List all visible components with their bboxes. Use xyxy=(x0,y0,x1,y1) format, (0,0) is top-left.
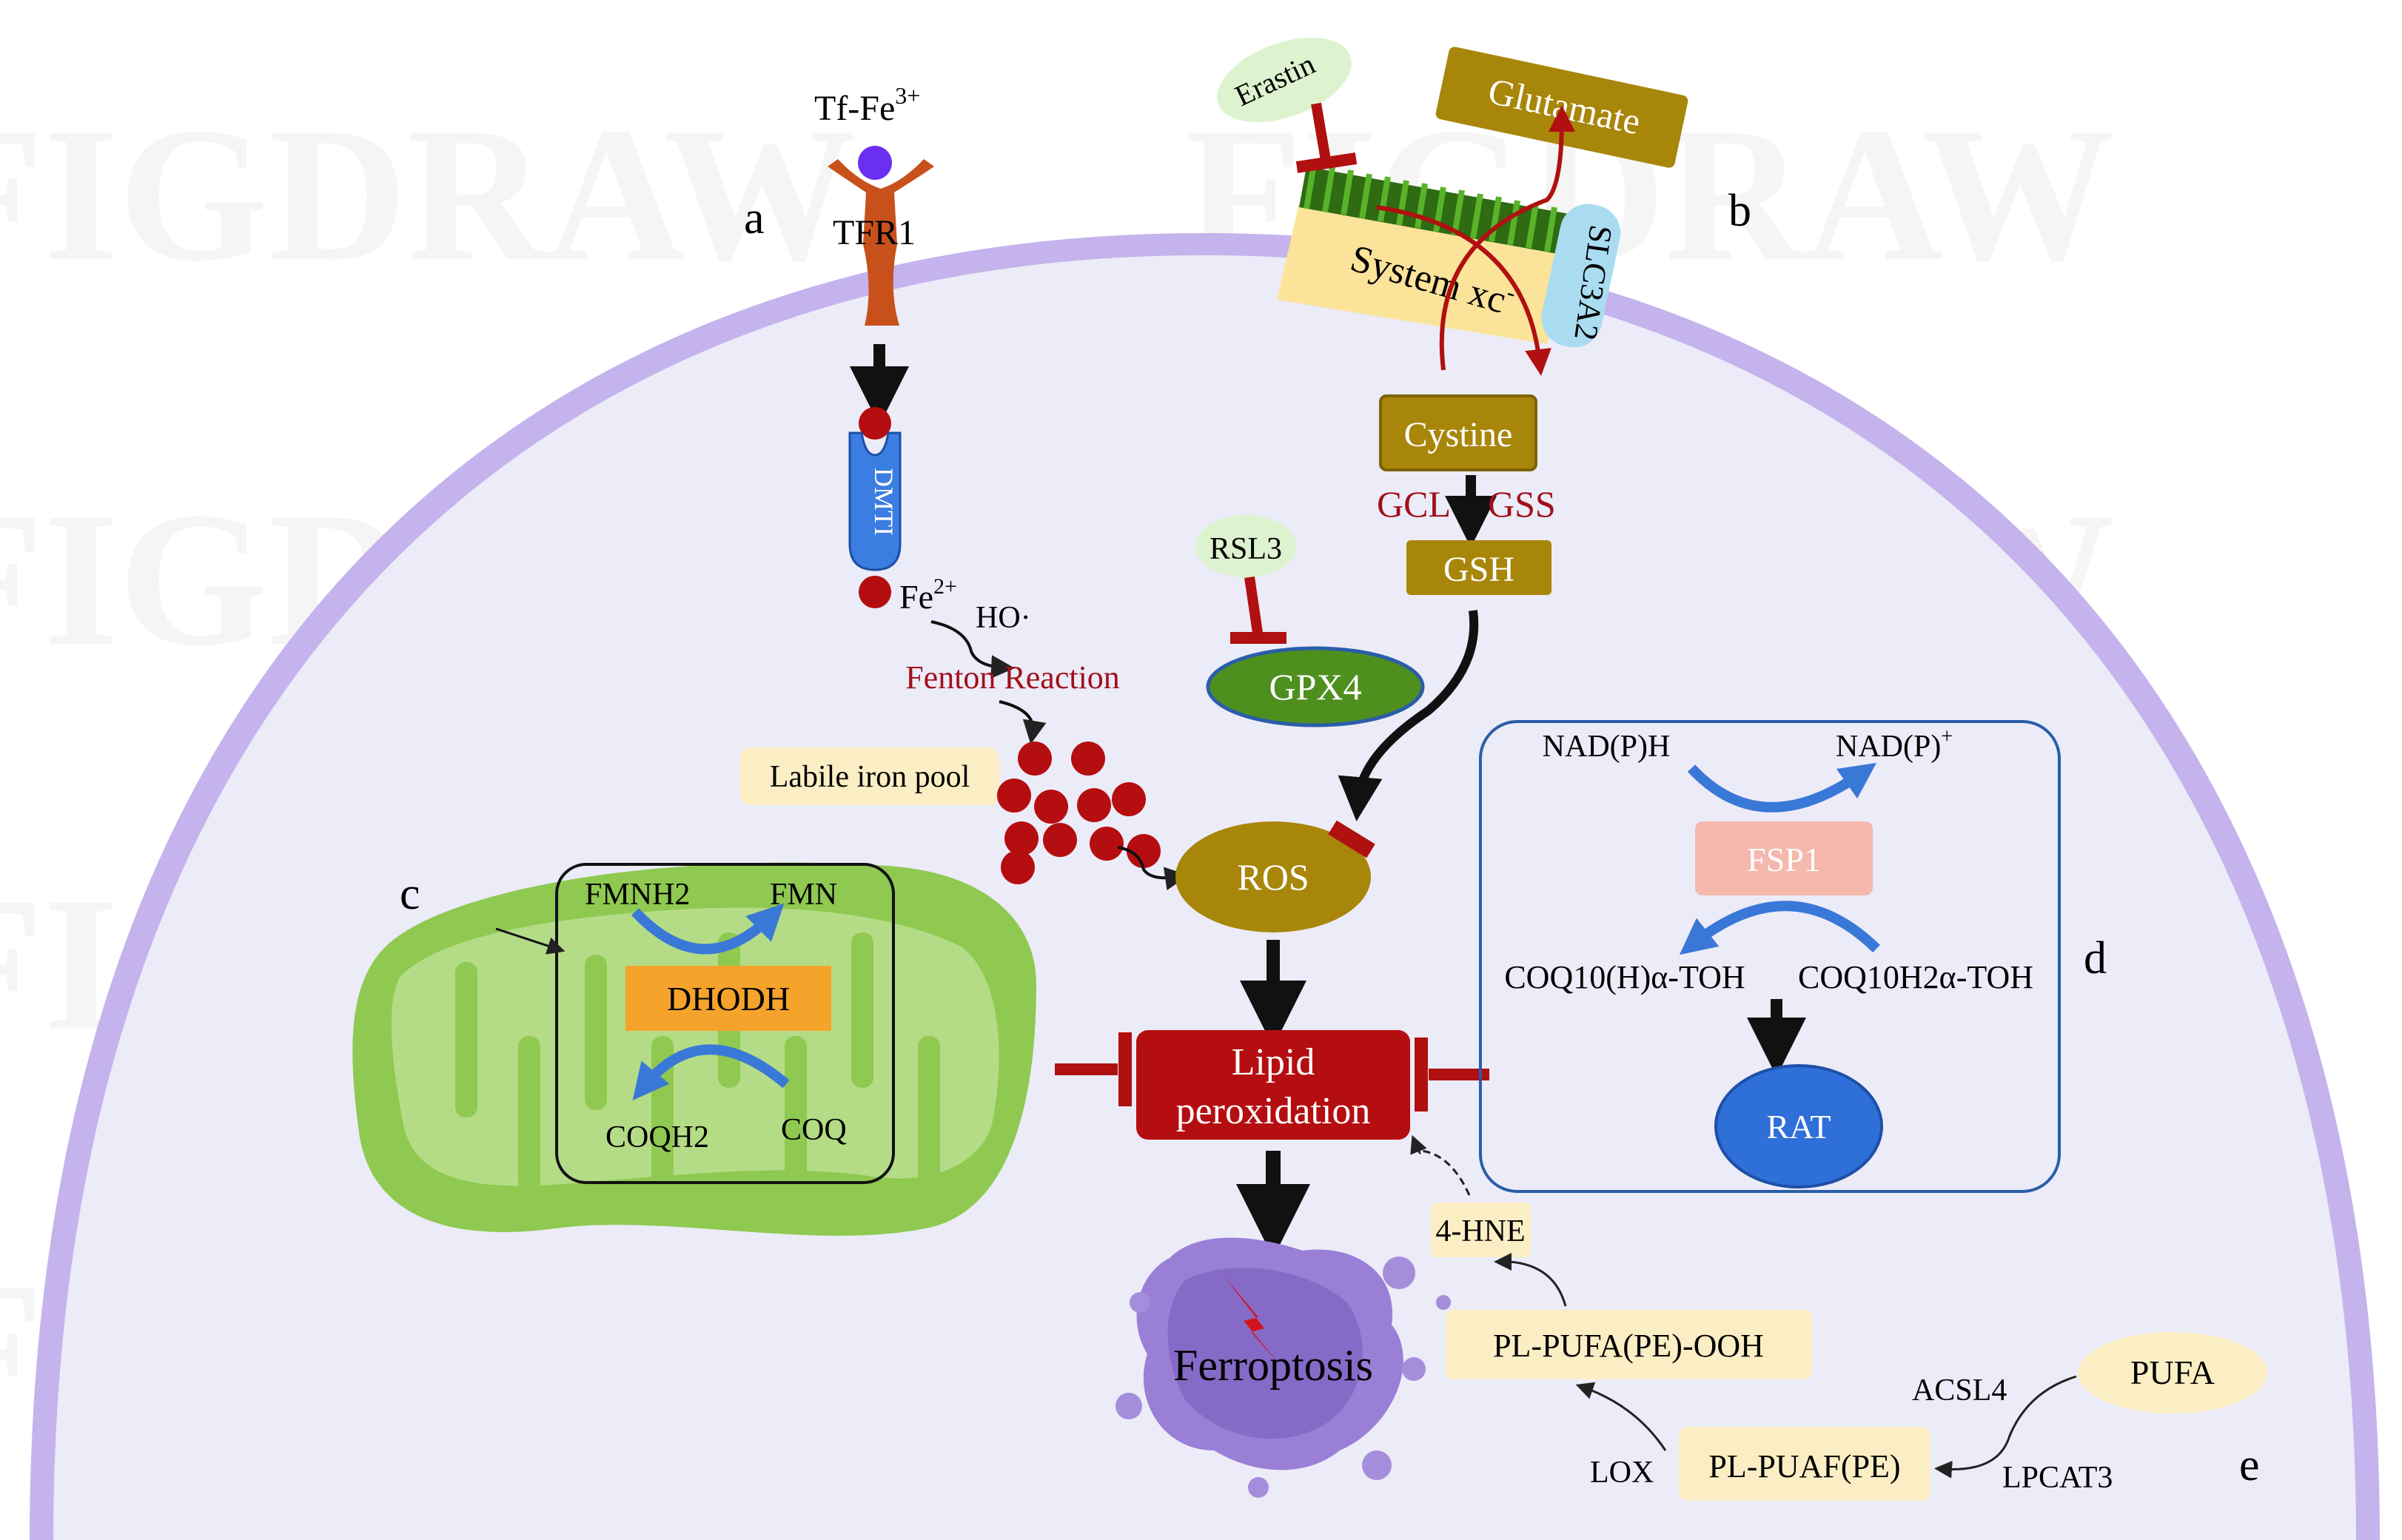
arrow-gsh-ros xyxy=(1338,610,1479,821)
labile-iron-pool-label: Labile iron pool xyxy=(770,760,970,794)
erastin-inhibit-bar xyxy=(1295,152,1358,173)
panel-label-c: c xyxy=(400,869,420,919)
rsl3-label: RSL3 xyxy=(1210,532,1282,566)
panel-label-e: e xyxy=(2239,1440,2260,1490)
fmnh2-label: FMNH2 xyxy=(585,878,690,912)
cystine-label: Cystine xyxy=(1404,415,1513,454)
ferroptosis-label: Ferroptosis xyxy=(1173,1341,1373,1390)
erastin-inhibit-line xyxy=(1311,102,1332,166)
dhodh-enzyme-box xyxy=(625,966,831,1031)
gcl-label: GCL xyxy=(1377,483,1451,525)
arrow-pool-ros xyxy=(1117,846,1189,891)
tf-fe-ion-icon xyxy=(858,146,892,180)
lipid-line2: peroxidation xyxy=(1176,1090,1371,1132)
fmn-label: FMN xyxy=(770,878,837,912)
rat-ellipse xyxy=(1714,1064,1883,1188)
ooh-box xyxy=(1446,1310,1812,1379)
fsp1-box xyxy=(1479,720,2061,1193)
mito-pointer-arrow xyxy=(495,927,566,955)
coq10-left-label: COQ10(H)α-TOH xyxy=(1504,959,1745,995)
fmn-arrow xyxy=(631,903,785,955)
nadph-arrow xyxy=(1687,762,1877,813)
iron-uptake: Tf-Fe3+ TFR1 a DMTI Fe2+ HO· Fenton Reac… xyxy=(740,82,1189,891)
fsp1-enzyme-box xyxy=(1695,821,1873,895)
tf-fe-label: Tf-Fe3+ xyxy=(814,82,920,128)
arrow-hne-lipid xyxy=(1410,1134,1471,1196)
arrow-puaf-ooh xyxy=(1575,1382,1667,1451)
tfr1-receptor-icon xyxy=(828,159,934,326)
lox-label: LOX xyxy=(1590,1456,1654,1490)
lipid-peroxidation: Lipid peroxidation Ferroptosis xyxy=(1055,1030,1489,1498)
gpx4-ellipse xyxy=(1206,646,1425,727)
hne-box xyxy=(1431,1203,1531,1257)
fenton-reaction-label: Fenton Reaction xyxy=(905,659,1120,696)
lipid-line1: Lipid xyxy=(1232,1041,1315,1083)
lipid-peroxidation-box xyxy=(1136,1030,1410,1140)
fe2-ion-icon xyxy=(859,576,891,608)
acsl4-label: ACSL4 xyxy=(1912,1373,2007,1408)
ferroptotic-cell-icon xyxy=(1116,1237,1451,1498)
glutamate-export-arrow xyxy=(1439,105,1575,371)
puaf-box xyxy=(1679,1427,1930,1501)
pufa-pathway: 4-HNE PL-PUFA(PE)-OOH PL-PUAF(PE) LOX PU… xyxy=(1410,1134,2267,1501)
coq-label: COQ xyxy=(781,1113,847,1147)
panel-label-a: a xyxy=(744,193,765,243)
nadph-label: NAD(P)H xyxy=(1543,730,1671,764)
puaf-label: PL-PUAF(PE) xyxy=(1708,1448,1900,1484)
ooh-label: PL-PUFA(PE)-OOH xyxy=(1493,1328,1764,1364)
gsh-label: GSH xyxy=(1443,550,1514,589)
pufa-label: PUFA xyxy=(2130,1354,2215,1391)
system-xc: Erastin SLC3A2 System xc- Glutamate xyxy=(1217,37,1751,821)
coq10-right-label: COQ10H2α-TOH xyxy=(1798,959,2033,995)
hydroxyl-label: HO· xyxy=(976,601,1031,635)
panel-label-d: d xyxy=(2084,933,2107,983)
lightning-icon xyxy=(1221,1273,1281,1365)
arrow-pufa-puaf xyxy=(1934,1375,2077,1479)
coq-arrow xyxy=(632,1044,790,1100)
fe2-label: Fe2+ xyxy=(899,574,957,616)
gpx4-label: GPX4 xyxy=(1269,666,1361,707)
gsh-box xyxy=(1406,540,1551,595)
arrow-ooh-hne xyxy=(1494,1253,1567,1307)
cystine-box xyxy=(1379,394,1537,471)
pufa-ellipse xyxy=(2078,1332,2267,1413)
gss-label: GSS xyxy=(1488,483,1556,525)
fsp1-label: FSP1 xyxy=(1747,841,1821,878)
dmt1-transporter-icon xyxy=(848,431,902,571)
slc3a2-box xyxy=(1541,204,1621,348)
cystine-import-arrow xyxy=(1376,205,1551,376)
coqh2-label: COQH2 xyxy=(605,1120,709,1154)
gsh-inhibit-bar xyxy=(1328,820,1375,858)
fe-ion-icon xyxy=(859,407,891,440)
iron-cluster-icon xyxy=(997,742,1161,884)
gpx4-axis: RSL3 GPX4 ROS xyxy=(1175,515,1425,1047)
ros-label: ROS xyxy=(1237,856,1309,898)
hne-label: 4-HNE xyxy=(1435,1214,1525,1248)
dmt1-label: DMTI xyxy=(869,468,899,536)
rat-label: RAT xyxy=(1767,1108,1831,1146)
tfr1-label: TFR1 xyxy=(833,213,916,252)
arrow-fenton-pool xyxy=(999,700,1047,744)
fsp1-axis: NAD(P)H NAD(P)+ FSP1 COQ10(H)α-TOH COQ10… xyxy=(1479,720,2107,1193)
arrow-fe-fenton xyxy=(930,620,1015,679)
nadp-label: NAD(P)+ xyxy=(1836,725,1953,764)
erastin-ellipse xyxy=(1217,37,1352,123)
labile-iron-pool-box xyxy=(740,747,999,805)
coq10-arrow xyxy=(1679,901,1880,955)
rsl3-inhibit-line xyxy=(1244,576,1264,639)
dhodh-label: DHODH xyxy=(667,980,790,1018)
watermark-text: FIGDRAW xyxy=(0,88,856,301)
lpcat3-label: LPCAT3 xyxy=(2002,1461,2113,1495)
panel-label-b: b xyxy=(1728,186,1751,236)
dhodh-box xyxy=(555,863,895,1184)
ros-ellipse xyxy=(1175,821,1371,932)
rsl3-ellipse xyxy=(1195,515,1296,577)
mitochondria: c FMNH2 FMN DHODH COQH2 COQ xyxy=(352,862,1037,1236)
